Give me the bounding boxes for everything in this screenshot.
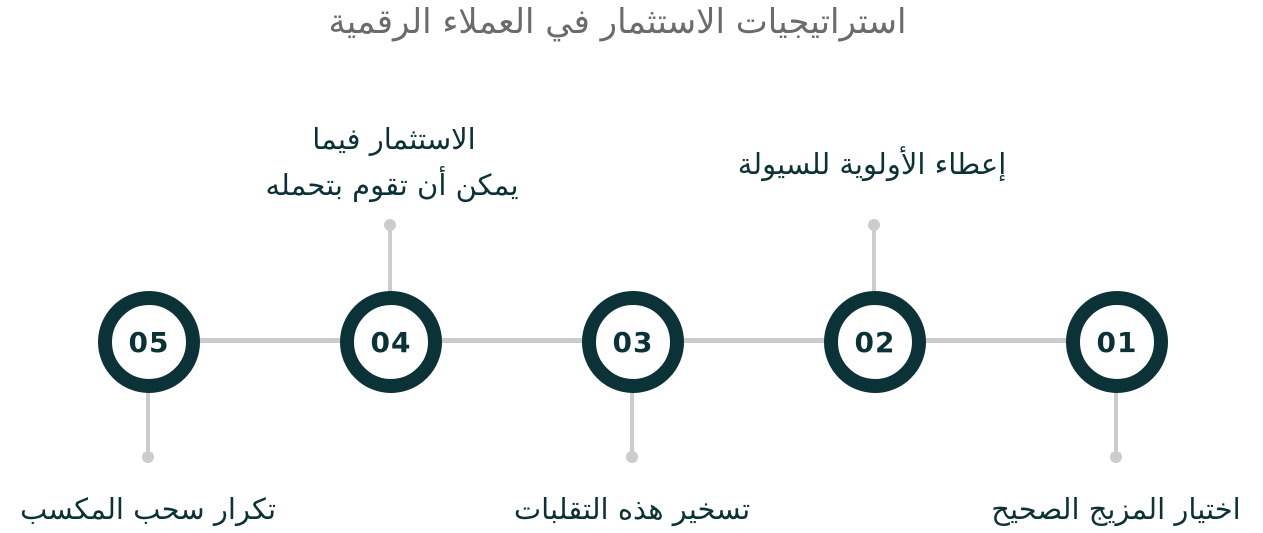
step-02-stem: [872, 226, 876, 296]
step-02-circle: 02: [824, 291, 926, 393]
step-04-label-line1: الاستثمار فيما: [312, 122, 476, 156]
step-01-number: 01: [1096, 325, 1138, 359]
step-02-label: إعطاء الأولوية للسيولة: [737, 147, 1007, 181]
diagram-title: استراتيجيات الاستثمار في العملاء الرقمية: [328, 2, 907, 42]
step-04-circle: 04: [340, 291, 442, 393]
step-02-number: 02: [854, 325, 896, 359]
step-01-circle: 01: [1066, 291, 1168, 393]
step-04-dot: [384, 219, 396, 231]
step-01-label: اختيار المزيج الصحيح: [991, 492, 1241, 526]
step-05-label: تكرار سحب المكسب: [19, 492, 277, 526]
step-03-number: 03: [612, 325, 654, 359]
step-04-stem: [388, 226, 392, 296]
step-05-circle: 05: [98, 291, 200, 393]
step-03-stem: [630, 384, 634, 456]
step-03-label: تسخير هذه التقلبات: [513, 492, 751, 526]
step-01-stem: [1114, 384, 1118, 456]
step-05-stem: [146, 384, 150, 456]
step-03-circle: 03: [582, 291, 684, 393]
step-05-number: 05: [128, 325, 170, 359]
step-03-dot: [626, 451, 638, 463]
step-04-label-line2: يمكن أن تقوم بتحمله: [265, 168, 519, 202]
step-05-dot: [142, 451, 154, 463]
step-04-number: 04: [370, 325, 412, 359]
step-02-dot: [868, 219, 880, 231]
step-01-dot: [1110, 451, 1122, 463]
